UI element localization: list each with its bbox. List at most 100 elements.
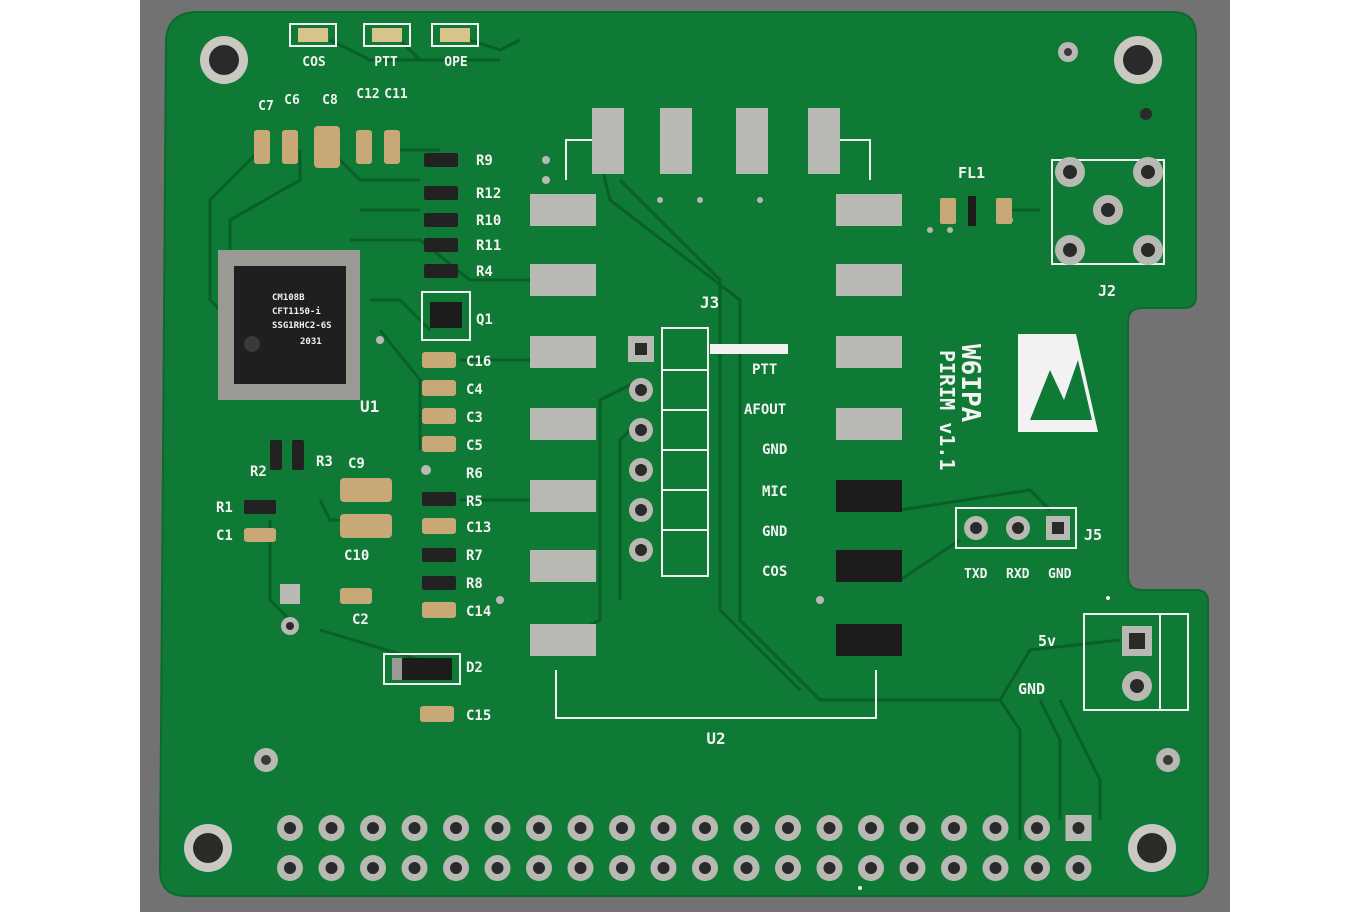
gpio-hole bbox=[657, 822, 670, 834]
gpio-hole bbox=[408, 862, 421, 874]
part-label: R3 bbox=[316, 454, 333, 470]
gpio-hole bbox=[948, 862, 960, 874]
ic-marking: CFT1150-i bbox=[272, 306, 321, 317]
module-label: U2 bbox=[706, 729, 725, 748]
gpio-hole bbox=[989, 862, 1002, 874]
cap-label: C8 bbox=[322, 93, 338, 108]
rf-section bbox=[940, 157, 1165, 265]
cap-c15-label: C15 bbox=[466, 708, 491, 724]
rf-connector-label: J2 bbox=[1098, 282, 1116, 300]
gpio-hole bbox=[325, 822, 338, 834]
resistor-label: R4 bbox=[476, 264, 493, 280]
gpio-hole bbox=[533, 862, 545, 874]
power-label: 5v bbox=[1038, 632, 1056, 650]
transistor-q1 bbox=[421, 291, 471, 341]
gpio-hole bbox=[367, 862, 379, 874]
part-label: C9 bbox=[348, 456, 365, 472]
passive-label: C5 bbox=[466, 438, 483, 454]
passive-label: C14 bbox=[466, 604, 491, 620]
gpio-header bbox=[277, 815, 1092, 881]
cap-label: C11 bbox=[384, 87, 408, 102]
ic-u1 bbox=[218, 250, 360, 400]
mounting-holes bbox=[184, 36, 1180, 872]
led-label-cos: COS bbox=[302, 55, 326, 70]
ic-marking: SSG1RHC2-6S bbox=[272, 321, 332, 331]
brand-text: W6IPA bbox=[955, 344, 985, 423]
silk-dots bbox=[858, 596, 1110, 890]
passive-column bbox=[422, 352, 456, 618]
cap-label: C12 bbox=[356, 87, 379, 102]
revision-text: PIRIM v1.1 bbox=[935, 350, 959, 470]
gpio-hole bbox=[616, 862, 628, 874]
gpio-hole bbox=[906, 862, 919, 874]
connector-j5 bbox=[955, 507, 1077, 549]
power-connector bbox=[1083, 613, 1189, 711]
transistor-label: Q1 bbox=[476, 312, 493, 328]
j5-pin-label: TXD bbox=[964, 567, 988, 582]
led-label-ptt: PTT bbox=[374, 55, 398, 70]
gpio-hole bbox=[491, 822, 504, 834]
part-label: R1 bbox=[216, 500, 233, 516]
gpio-hole bbox=[574, 822, 587, 834]
connector-j3-ref: J3 bbox=[700, 293, 719, 312]
passive-label: C16 bbox=[466, 354, 491, 370]
diode-d2 bbox=[383, 653, 461, 685]
diode-label: D2 bbox=[466, 660, 483, 676]
j3-pin-label: GND bbox=[762, 442, 787, 458]
part-label: C10 bbox=[344, 548, 369, 564]
gpio-hole bbox=[533, 822, 545, 834]
cap-label: C6 bbox=[284, 93, 300, 108]
power-label: GND bbox=[1018, 680, 1045, 698]
copper-traces bbox=[208, 38, 1121, 840]
passive-label: R6 bbox=[466, 466, 483, 482]
resistor-label: R10 bbox=[476, 213, 501, 229]
gpio-hole bbox=[740, 862, 753, 874]
connector-j3 bbox=[628, 327, 788, 577]
gpio-hole bbox=[699, 862, 711, 874]
filter-label: FL1 bbox=[958, 164, 985, 182]
gpio-hole bbox=[823, 822, 836, 834]
gpio-hole bbox=[948, 822, 960, 834]
gpio-hole bbox=[325, 862, 338, 874]
gpio-hole bbox=[782, 862, 794, 874]
gpio-hole bbox=[699, 822, 711, 834]
j5-pin-label: GND bbox=[1048, 567, 1072, 582]
gpio-hole bbox=[367, 822, 379, 834]
passive-label: C3 bbox=[466, 410, 483, 426]
part-label: C1 bbox=[216, 528, 233, 544]
gpio-hole bbox=[823, 862, 836, 874]
gpio-hole bbox=[284, 862, 296, 874]
gpio-hole bbox=[1031, 822, 1043, 834]
left-parts bbox=[244, 440, 392, 635]
gpio-hole bbox=[491, 862, 504, 874]
j3-pin-label: COS bbox=[762, 564, 787, 580]
j3-pin-label: PTT bbox=[752, 362, 777, 378]
logo-mountain bbox=[1018, 334, 1098, 432]
gpio-hole bbox=[574, 862, 587, 874]
connector-j5-ref: J5 bbox=[1084, 526, 1102, 544]
passive-label: R5 bbox=[466, 494, 483, 510]
j3-pin-label: AFOUT bbox=[744, 402, 786, 418]
ic-marking: 2031 bbox=[300, 337, 322, 347]
gpio-hole bbox=[906, 822, 919, 834]
ic-marking: CM108B bbox=[272, 293, 305, 303]
passive-label: R7 bbox=[466, 548, 483, 564]
gpio-hole bbox=[1031, 862, 1043, 874]
gpio-hole bbox=[408, 822, 421, 834]
gpio-hole bbox=[657, 862, 670, 874]
passive-label: R8 bbox=[466, 576, 483, 592]
resistor-label: R9 bbox=[476, 153, 493, 169]
resistor-label: R12 bbox=[476, 186, 501, 202]
vias bbox=[376, 156, 1013, 604]
j3-pin-label: GND bbox=[762, 524, 787, 540]
resistor-label: R11 bbox=[476, 238, 501, 254]
passive-label: C4 bbox=[466, 382, 483, 398]
cap-label: C7 bbox=[258, 99, 274, 114]
passive-label: C13 bbox=[466, 520, 491, 536]
part-label: C2 bbox=[352, 612, 369, 628]
ic-ref-label: U1 bbox=[360, 397, 379, 416]
gpio-hole bbox=[865, 822, 877, 834]
gpio-hole bbox=[284, 822, 296, 834]
gpio-hole bbox=[450, 822, 462, 834]
